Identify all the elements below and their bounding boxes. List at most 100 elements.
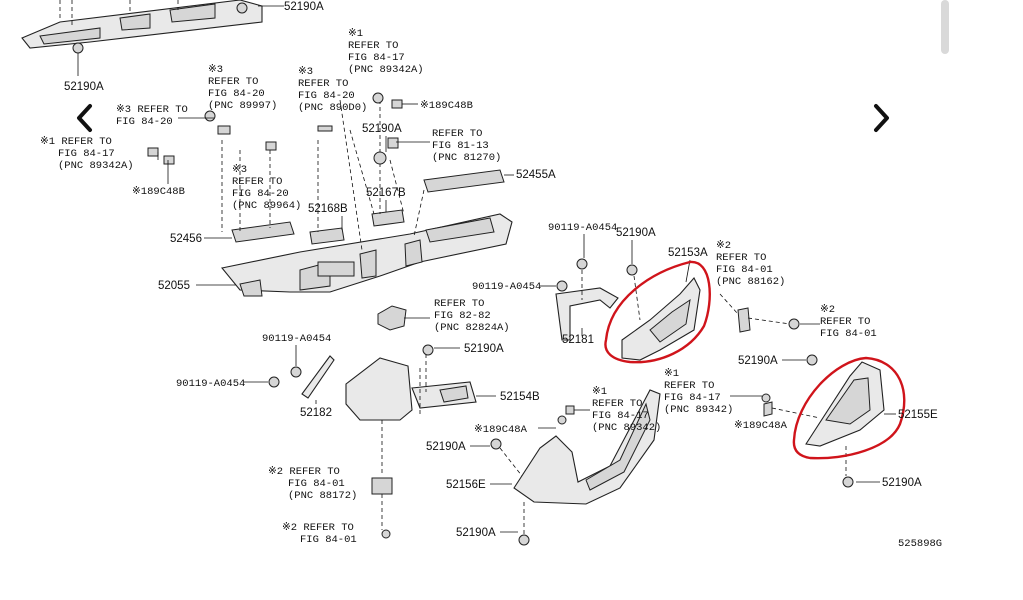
step-pad-assembly-drawing [147,92,514,331]
svg-text:FIG 84-20: FIG 84-20 [116,116,173,128]
svg-text:(PNC 81270): (PNC 81270) [432,152,501,164]
note-ref-84-01-c: ※2 REFER TO FIG 84-01 (PNC 88172) [268,466,357,502]
pnc-label: 52055 [158,280,190,292]
svg-text:FIG 84-17: FIG 84-17 [348,52,405,64]
svg-text:FIG 84-01: FIG 84-01 [288,478,345,490]
note-ref-84-01-d: ※2 REFER TO FIG 84-01 [282,522,357,546]
pnc-label: 52190A [456,527,496,539]
svg-text:FIG 82-82: FIG 82-82 [434,310,491,322]
next-image-button[interactable] [864,96,898,140]
svg-text:REFER TO: REFER TO [592,398,642,410]
svg-text:※1: ※1 [348,28,363,40]
note-189C48A-mid: ※189C48A [474,424,528,436]
bracket-52153A-drawing [604,240,711,364]
note-ref-84-20-b: ※3 REFER TO FIG 84-20 (PNC 890D0) [298,66,367,114]
pnc-label: 90119-A0454 [472,281,541,293]
pnc-label: 90119-A0454 [262,333,331,345]
note-ref-82-82: REFER TO FIG 82-82 (PNC 82824A) [434,298,510,334]
svg-text:(PNC 89964): (PNC 89964) [232,200,301,212]
chevron-left-icon [77,104,92,132]
note-ref-84-17-top: ※1 REFER TO FIG 84-17 (PNC 89342A) [348,28,424,76]
svg-text:FIG 84-20: FIG 84-20 [298,90,355,102]
svg-text:※2: ※2 [820,304,835,316]
svg-text:※3: ※3 [232,164,247,176]
note-ref-84-20-c: ※3 REFER TO FIG 84-20 (PNC 89964) [232,164,301,212]
bracket-52155E-drawing [730,354,906,488]
svg-text:※3: ※3 [298,66,313,78]
pnc-label: 52190A [64,81,104,93]
svg-text:REFER TO: REFER TO [208,76,258,88]
note-ref-84-17-left: ※1 REFER TO FIG 84-17 (PNC 89342A) [40,136,134,172]
garnish-52156E-drawing [470,389,661,546]
svg-text:REFER TO: REFER TO [232,176,282,188]
lower-left-bracket-drawing [244,344,496,539]
note-189C48B-left: ※189C48B [132,186,185,198]
reference-notes: ※1 REFER TO FIG 84-17 (PNC 89342A) ※3 RE… [40,28,877,546]
pnc-label: 52156E [446,479,486,491]
previous-image-button[interactable] [68,96,102,140]
pnc-label: 52168B [308,203,348,215]
pnc-label: 52181 [562,334,594,346]
right-clip-drawing [719,293,820,333]
svg-text:FIG 84-20: FIG 84-20 [208,88,265,100]
svg-text:(PNC 88172): (PNC 88172) [288,490,357,502]
pnc-label: 52190A [362,123,402,135]
pnc-label: 52190A [464,343,504,355]
svg-text:※2: ※2 [716,240,731,252]
svg-text:FIG 84-20: FIG 84-20 [232,188,289,200]
svg-text:(PNC 89342): (PNC 89342) [592,422,661,434]
svg-text:(PNC 89997): (PNC 89997) [208,100,277,112]
note-ref-84-01-b: ※2 REFER TO FIG 84-01 [820,304,877,340]
svg-text:FIG 84-17: FIG 84-17 [664,392,721,404]
pnc-label: 52455A [516,169,556,181]
svg-text:※3 REFER TO: ※3 REFER TO [116,104,188,116]
svg-text:※2 REFER TO: ※2 REFER TO [268,466,340,478]
pnc-label: 52456 [170,233,202,245]
svg-text:※3: ※3 [208,64,223,76]
svg-text:FIG 84-01: FIG 84-01 [300,534,357,546]
svg-text:※2 REFER TO: ※2 REFER TO [282,522,354,534]
svg-text:FIG 84-17: FIG 84-17 [592,410,649,422]
svg-text:(PNC 82824A): (PNC 82824A) [434,322,510,334]
svg-text:REFER TO: REFER TO [432,128,482,140]
svg-text:REFER TO: REFER TO [664,380,714,392]
highlight-circle-52155E [792,356,906,460]
svg-text:REFER TO: REFER TO [348,40,398,52]
diagram-code: 525898G [898,538,942,550]
svg-text:REFER TO: REFER TO [298,78,348,90]
pnc-label: 52153A [668,247,708,259]
scrollbar-thumb[interactable] [941,0,949,54]
bracket-52181-drawing [540,234,619,341]
svg-text:REFER TO: REFER TO [434,298,484,310]
part-number-labels: 52190A 52190A 52190A 52455A 52168B 52167… [64,1,942,550]
pnc-label: 52155E [898,409,938,421]
top-bumper-assembly-drawing [21,0,284,76]
note-ref-84-20-a: ※3 REFER TO FIG 84-20 (PNC 89997) [208,64,277,112]
svg-text:(PNC 88162): (PNC 88162) [716,276,785,288]
svg-text:※1: ※1 [592,386,607,398]
svg-text:(PNC 89342A): (PNC 89342A) [58,160,134,172]
svg-text:REFER TO: REFER TO [820,316,870,328]
pnc-label: 52167B [366,187,406,199]
svg-text:FIG 84-01: FIG 84-01 [716,264,773,276]
svg-text:※1: ※1 [664,368,679,380]
pnc-label: 52190A [882,477,922,489]
note-ref-84-17-mid: ※1 REFER TO FIG 84-17 (PNC 89342) [592,386,661,434]
note-ref-84-20-left: ※3 REFER TO FIG 84-20 [116,104,188,128]
note-ref-84-17-right: ※1 REFER TO FIG 84-17 (PNC 89342) [664,368,733,416]
svg-text:(PNC 89342A): (PNC 89342A) [348,64,424,76]
svg-text:FIG 84-17: FIG 84-17 [58,148,115,160]
svg-text:(PNC 890D0): (PNC 890D0) [298,102,367,114]
note-ref-84-01-a: ※2 REFER TO FIG 84-01 (PNC 88162) [716,240,785,288]
pnc-label: 52190A [284,1,324,13]
note-189C48A-right: ※189C48A [734,420,788,432]
pnc-label: 90119-A0454 [548,222,617,234]
svg-text:REFER TO: REFER TO [716,252,766,264]
pnc-label: 90119-A0454 [176,378,245,390]
svg-text:FIG 84-01: FIG 84-01 [820,328,877,340]
pnc-label: 52190A [426,441,466,453]
pnc-label: 52190A [616,227,656,239]
svg-text:(PNC 89342): (PNC 89342) [664,404,733,416]
